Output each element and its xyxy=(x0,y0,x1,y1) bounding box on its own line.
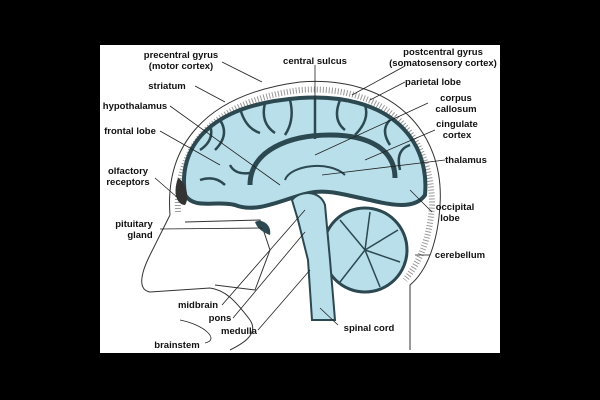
label-olfactory: olfactory xyxy=(108,166,149,177)
label-receptors: receptors xyxy=(106,177,149,188)
label-lobe: lobe xyxy=(440,213,460,224)
label-cortex: cortex xyxy=(443,130,472,141)
corpus-callosum-shape xyxy=(247,132,398,186)
label-striatum: striatum xyxy=(148,81,185,92)
cerebrum xyxy=(182,95,428,210)
label-motor-cortex: (motor cortex) xyxy=(149,61,213,72)
label-brainstem: brainstem xyxy=(154,340,199,351)
label-precentral-gyrus: precentral gyrus xyxy=(144,50,218,61)
label-corpus: corpus xyxy=(440,93,472,104)
label-thalamus: thalamus xyxy=(445,155,487,166)
label-gland: gland xyxy=(127,230,153,241)
pituitary-shape xyxy=(255,220,271,235)
label-midbrain: midbrain xyxy=(178,300,218,311)
brainstem-shape xyxy=(290,192,337,321)
face-outline xyxy=(141,214,253,351)
label-cingulate: cingulate xyxy=(436,119,478,130)
label-frontal-lobe: frontal lobe xyxy=(104,126,156,137)
label-pons: pons xyxy=(209,313,232,324)
label-callosum: callosum xyxy=(435,104,476,115)
label-postcentral-gyrus: postcentral gyrus xyxy=(403,47,483,58)
label-cerebellum: cerebellum xyxy=(435,250,485,261)
label-medulla: medulla xyxy=(221,326,258,337)
label-occipital: occipital xyxy=(436,202,475,213)
leader-lines xyxy=(154,61,446,344)
label-pituitary: pituitary xyxy=(115,219,153,230)
label-hypothalamus: hypothalamus xyxy=(103,101,167,112)
label-central-sulcus: central sulcus xyxy=(283,56,347,67)
label-spinal-cord: spinal cord xyxy=(344,323,395,334)
gyri-folds xyxy=(199,99,411,186)
olfactory-bulb xyxy=(175,178,188,205)
thalamus-shape xyxy=(284,164,346,181)
skull-bone xyxy=(174,86,436,282)
label-somatosensory-cortex: (somatosensory cortex) xyxy=(389,58,497,69)
cerebellum-folds xyxy=(339,211,401,288)
label-parietal-lobe: parietal lobe xyxy=(405,77,461,88)
